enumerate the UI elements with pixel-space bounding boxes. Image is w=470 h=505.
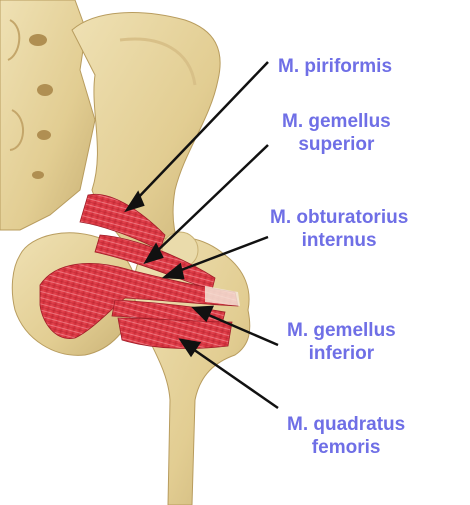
label-gemellus-superior: M. gemellus superior [282,110,391,156]
label-piriformis-line1: M. piriformis [278,55,392,78]
label-quadratus-femoris-line1: M. quadratus [287,413,405,436]
label-gemellus-superior-line2: superior [282,133,391,156]
label-obturatorius-internus: M. obturatorius internus [270,206,408,252]
label-gemellus-inferior-line2: inferior [287,342,396,365]
label-obturatorius-internus-line2: internus [270,229,408,252]
quadratus-femoris-muscle [118,318,232,348]
label-gemellus-inferior: M. gemellus inferior [287,319,396,365]
label-gemellus-inferior-line1: M. gemellus [287,319,396,342]
label-quadratus-femoris: M. quadratus femoris [287,413,405,459]
label-obturatorius-internus-line1: M. obturatorius [270,206,408,229]
label-gemellus-superior-line1: M. gemellus [282,110,391,133]
label-quadratus-femoris-line2: femoris [287,436,405,459]
label-piriformis: M. piriformis [278,55,392,78]
